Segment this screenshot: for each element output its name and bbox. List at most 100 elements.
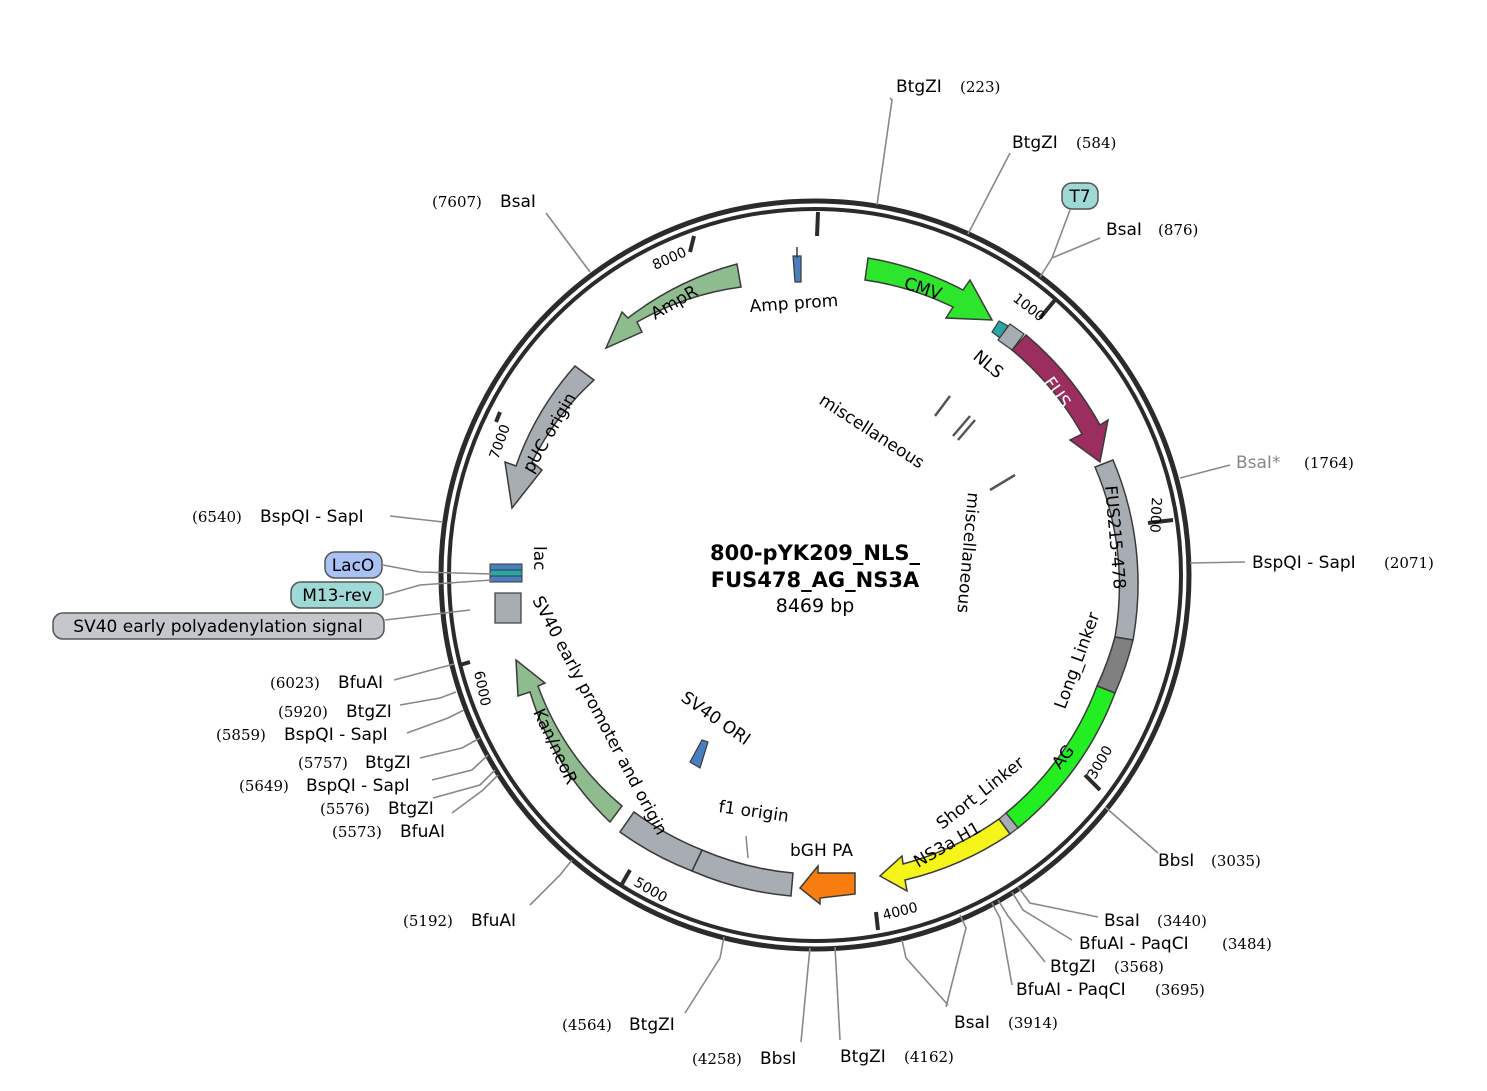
tick-label-3000: 3000 [1085,743,1117,782]
restriction-sites: BtgZI (223) BtgZI (584) BsaI (876) BsaI*… [192,77,1434,1069]
svg-text:(4564): (4564) [562,1016,612,1034]
svg-text:(5576): (5576) [320,800,370,818]
site-btgzi-5920[interactable]: (5920) BtgZI [278,702,392,722]
site-bbsi-3035[interactable]: BbsI (3035) [1158,851,1261,871]
ns3a-feature[interactable] [878,817,1012,893]
svg-text:BfuAI - PaqCI: BfuAI - PaqCI [1016,980,1126,1000]
svg-text:BtgZI: BtgZI [388,799,434,819]
svg-text:(5859): (5859) [216,726,266,744]
bgh-label: bGH PA [790,841,853,861]
svg-text:BspQI - SapI: BspQI - SapI [306,776,410,796]
svg-text:(1764): (1764) [1304,454,1354,472]
site-bsai-1764[interactable]: BsaI* (1764) [1236,453,1354,473]
site-btgzi-4564[interactable]: (4564) BtgZI [562,1015,675,1035]
m13rev-label: M13-rev [302,586,372,606]
sv40pa-box[interactable]: SV40 early polyadenylation signal [52,612,385,640]
svg-text:(6540): (6540) [192,508,242,526]
fus-feature[interactable] [1010,333,1110,464]
ampr-feature[interactable] [604,263,742,350]
site-bspqi-5649[interactable]: (5649) BspQI - SapI [239,776,410,796]
svg-text:(5920): (5920) [278,703,328,721]
site-btgzi-3568[interactable]: BtgZI (3568) [1050,957,1164,977]
long-linker-feature[interactable] [1095,636,1134,694]
site-bfuai-paqci-3695[interactable]: BfuAI - PaqCI (3695) [1016,980,1205,1000]
laco-label: LacO [332,556,375,576]
sv40-ori-feature[interactable] [689,739,709,769]
lac-feature[interactable] [489,563,523,583]
site-bspqi-2071[interactable]: BspQI - SapI (2071) [1252,553,1434,573]
amp-prom-feature[interactable] [792,255,802,283]
tick-label-6000: 6000 [470,670,493,708]
svg-text:(4162): (4162) [904,1048,954,1066]
svg-text:(3484): (3484) [1222,935,1272,953]
site-btgzi-5576[interactable]: (5576) BtgZI [320,799,434,819]
svg-text:BsaI*: BsaI* [1236,453,1280,473]
site-btgzi-4162[interactable]: BtgZI (4162) [840,1047,954,1067]
tick-label-2000: 2000 [1146,497,1164,533]
tick-label-7000: 7000 [487,422,514,461]
t7-box[interactable]: T7 [1061,182,1099,210]
kan-neor-feature[interactable] [515,658,624,824]
cmv-feature[interactable] [864,257,994,321]
site-leaders [389,97,1246,1043]
site-bsai-7607[interactable]: (7607) BsaI [432,192,536,212]
site-btgzi-5757[interactable]: (5757) BtgZI [298,753,411,773]
site-bbsi-4258[interactable]: (4258) BbsI [692,1049,796,1069]
misc-label-2: miscellaneous [952,492,982,615]
site-bfuai-5573[interactable]: (5573) BfuAI [332,822,445,842]
site-bsai-876[interactable]: BsaI (876) [1106,220,1198,240]
f1-origin-label: f1 origin [717,797,790,827]
svg-text:BsaI: BsaI [954,1013,990,1033]
svg-text:BtgZI: BtgZI [1050,957,1096,977]
svg-text:(5573): (5573) [332,823,382,841]
site-bsai-3440[interactable]: BsaI (3440) [1104,911,1207,931]
m13rev-box[interactable]: M13-rev [290,581,384,609]
svg-text:(5192): (5192) [403,912,453,930]
svg-text:BsaI: BsaI [500,192,536,212]
site-bsai-3914[interactable]: BsaI (3914) [954,1013,1058,1033]
nls-label: NLS [969,347,1007,384]
svg-text:BfuAI: BfuAI [471,911,516,931]
svg-text:BspQI - SapI: BspQI - SapI [1252,553,1356,573]
svg-text:(2071): (2071) [1384,554,1434,572]
boxed-labels: T7 LacO M13-rev SV40 early polyadenylati… [52,182,1099,640]
misc-label-1: miscellaneous [815,390,928,473]
svg-text:BfuAI - PaqCI: BfuAI - PaqCI [1079,934,1189,954]
svg-text:(7607): (7607) [432,193,482,211]
sv40-promoter-feature[interactable] [618,810,704,872]
kan-neor-label: Kan/neoR [528,706,581,788]
svg-text:(223): (223) [960,78,1000,96]
svg-text:BtgZI: BtgZI [365,753,411,773]
svg-text:(4258): (4258) [692,1050,742,1068]
laco-box[interactable]: LacO [324,551,383,579]
svg-text:BfuAI: BfuAI [338,673,383,693]
plasmid-name-line2: FUS478_AG_NS3A [711,568,920,592]
svg-text:(876): (876) [1158,221,1198,239]
svg-text:BtgZI: BtgZI [840,1047,886,1067]
site-btgzi-223[interactable]: BtgZI (223) [896,77,1000,97]
amp-prom-label: Amp prom [749,291,839,317]
svg-text:BbsI: BbsI [1158,851,1194,871]
bgh-feature[interactable] [798,863,856,906]
lac-label: lac [529,546,549,571]
site-bfuai-paqci-3484[interactable]: BfuAI - PaqCI (3484) [1079,934,1272,954]
svg-text:(3695): (3695) [1155,981,1205,999]
svg-text:BsaI: BsaI [1104,911,1140,931]
site-bspqi-6540[interactable]: (6540) BspQI - SapI [192,507,364,527]
svg-text:(6023): (6023) [270,674,320,692]
backbone [438,198,1192,952]
f1-origin-feature[interactable] [690,849,794,897]
boxed-leaders [382,209,1071,621]
svg-text:BtgZI: BtgZI [1012,133,1058,153]
tick-label-4000: 4000 [881,900,919,924]
site-bfuai-6023[interactable]: (6023) BfuAI [270,673,383,693]
site-bspqi-5859[interactable]: (5859) BspQI - SapI [216,725,388,745]
site-btgzi-584[interactable]: BtgZI (584) [1012,133,1116,153]
sv40-pa-feature[interactable] [494,592,522,624]
svg-text:(584): (584) [1076,134,1116,152]
plasmid-title: 800-pYK209_NLS_ FUS478_AG_NS3A 8469 bp [710,541,920,617]
tick-marks [459,211,1174,931]
site-bfuai-5192[interactable]: (5192) BfuAI [403,911,516,931]
puc-origin-feature[interactable] [504,364,596,510]
